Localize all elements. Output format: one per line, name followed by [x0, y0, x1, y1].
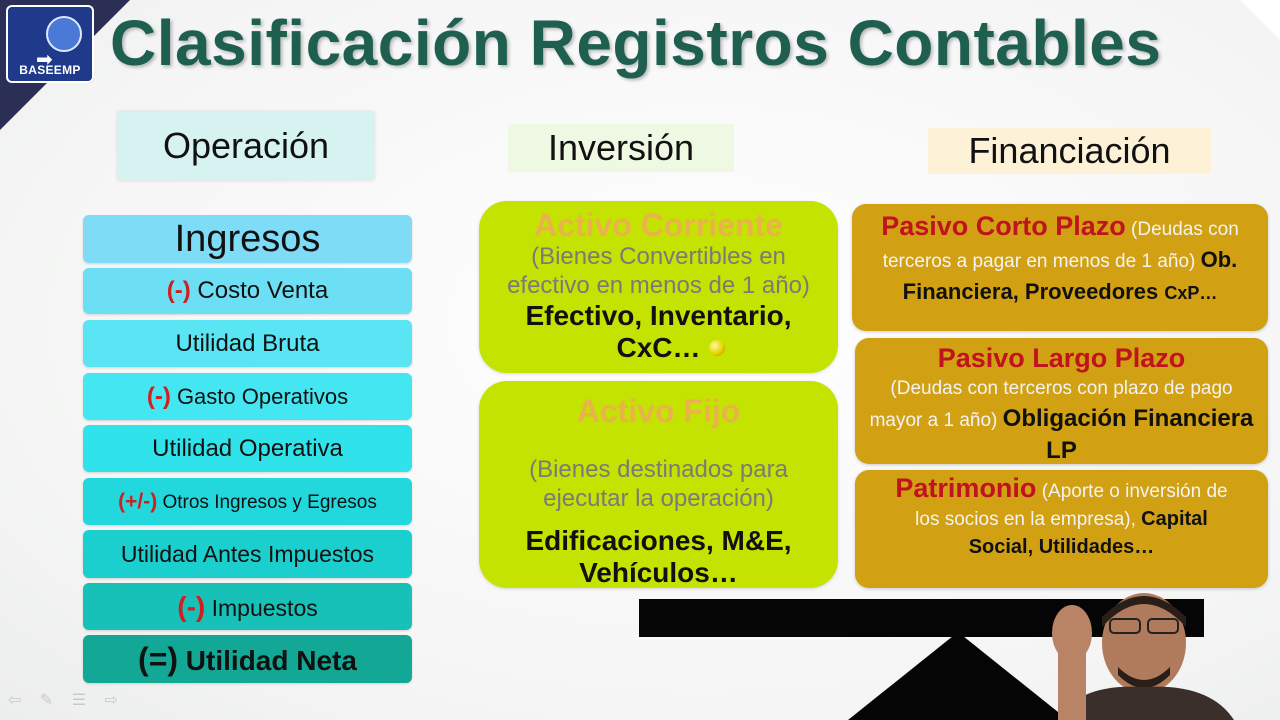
forward-arrow-icon[interactable]: ⇨: [104, 692, 118, 709]
logo-arrow-icon: ➡: [36, 49, 53, 71]
logo-icon: ➡ BASEEMP: [6, 5, 94, 83]
op-item-costo-venta: (-) Costo Venta: [83, 268, 412, 314]
pasivo-corto-desc: (Deudas con terceros a pagar en menos de…: [882, 219, 1239, 272]
pasivo-largo-box: Pasivo Largo Plazo (Deudas con terceros …: [855, 338, 1268, 464]
corner-decoration-right: [1240, 0, 1280, 40]
pasivo-largo-examples: Obligación Financiera LP: [1002, 405, 1254, 464]
op-item-label: Gasto Operativos: [170, 384, 349, 409]
patrimonio-box: Patrimonio (Aporte o inversión de los so…: [855, 470, 1268, 588]
pasivo-corto-box: Pasivo Corto Plazo (Deudas con terceros …: [852, 204, 1268, 331]
activo-corriente-examples: Efectivo, Inventario, CxC…: [525, 300, 792, 363]
op-item-label: Utilidad Operativa: [152, 435, 343, 462]
op-item-label: Impuestos: [205, 595, 318, 621]
op-item-prefix: (-): [166, 277, 191, 304]
pasivo-largo-title: Pasivo Largo Plazo: [937, 343, 1186, 373]
logo-text: BASEEMP: [19, 63, 81, 77]
op-item-prefix: (-): [146, 383, 171, 410]
heading-inversion: Inversión: [508, 124, 734, 172]
patrimonio-title: Patrimonio: [895, 473, 1037, 503]
activo-corriente-title: Activo Corriente: [534, 207, 783, 243]
back-arrow-icon[interactable]: ⇦: [8, 692, 22, 709]
op-item-label: Utilidad Antes Impuestos: [120, 541, 375, 567]
activo-fijo-title: Activo Fijo: [576, 393, 741, 429]
op-item-prefix: (+/-): [118, 490, 158, 513]
op-item-utilidad-antes-impuestos: Utilidad Antes Impuestos: [83, 530, 412, 578]
slide-navigation: ⇦ ✎ ☰ ⇨: [8, 690, 132, 710]
activo-corriente-box: Activo Corriente (Bienes Convertibles en…: [479, 201, 838, 373]
pen-icon[interactable]: ✎: [39, 692, 54, 709]
pasivo-corto-title: Pasivo Corto Plazo: [881, 211, 1126, 241]
activo-fijo-box: Activo Fijo (Bienes destinados para ejec…: [479, 381, 838, 588]
op-item-label: Costo Venta: [190, 277, 329, 304]
op-item-utilidad-neta: (=) Utilidad Neta: [83, 635, 412, 683]
pasivo-corto-examples: Ob. Financiera, Proveedores: [902, 247, 1238, 304]
op-item-utilidad-bruta: Utilidad Bruta: [83, 320, 412, 367]
pasivo-corto-examples-cxp: CxP…: [1164, 283, 1218, 303]
op-item-utilidad-operativa: Utilidad Operativa: [83, 425, 412, 472]
activo-fijo-examples: Edificaciones, M&E, Vehículos…: [525, 525, 792, 588]
menu-icon[interactable]: ☰: [71, 692, 87, 709]
logo-circle: [46, 16, 82, 52]
op-item-gasto-operativos: (-) Gasto Operativos: [83, 373, 412, 420]
op-item-impuestos: (-) Impuestos: [83, 583, 412, 630]
op-item-label: Utilidad Bruta: [175, 330, 320, 357]
op-item-label: Ingresos: [174, 218, 321, 260]
heading-operacion: Operación: [118, 112, 374, 180]
op-item-prefix: (=): [138, 641, 179, 677]
balance-fulcrum: [848, 632, 1068, 720]
op-item-label: Otros Ingresos y Egresos: [157, 492, 377, 513]
op-item-label: Utilidad Neta: [178, 645, 357, 676]
op-item-otros-ingresos: (+/-) Otros Ingresos y Egresos: [83, 478, 412, 525]
presenter-video: [1052, 593, 1234, 720]
activo-corriente-desc: (Bienes Convertibles en efectivo en meno…: [507, 243, 810, 299]
op-item-prefix: (-): [177, 591, 206, 622]
patrimonio-examples: Capital Social, Utilidades…: [968, 508, 1208, 558]
activo-fijo-desc: (Bienes destinados para ejecutar la oper…: [529, 456, 788, 512]
pointer-cursor-icon: [709, 340, 725, 356]
op-item-ingresos: Ingresos: [83, 215, 412, 263]
slide-title: Clasificación Registros Contables: [110, 7, 1162, 79]
pasivo-largo-desc: (Deudas con terceros con plazo de pago m…: [869, 378, 1233, 431]
patrimonio-desc: (Aporte o inversión de los socios en la …: [915, 481, 1228, 530]
heading-financiacion: Financiación: [928, 128, 1211, 174]
